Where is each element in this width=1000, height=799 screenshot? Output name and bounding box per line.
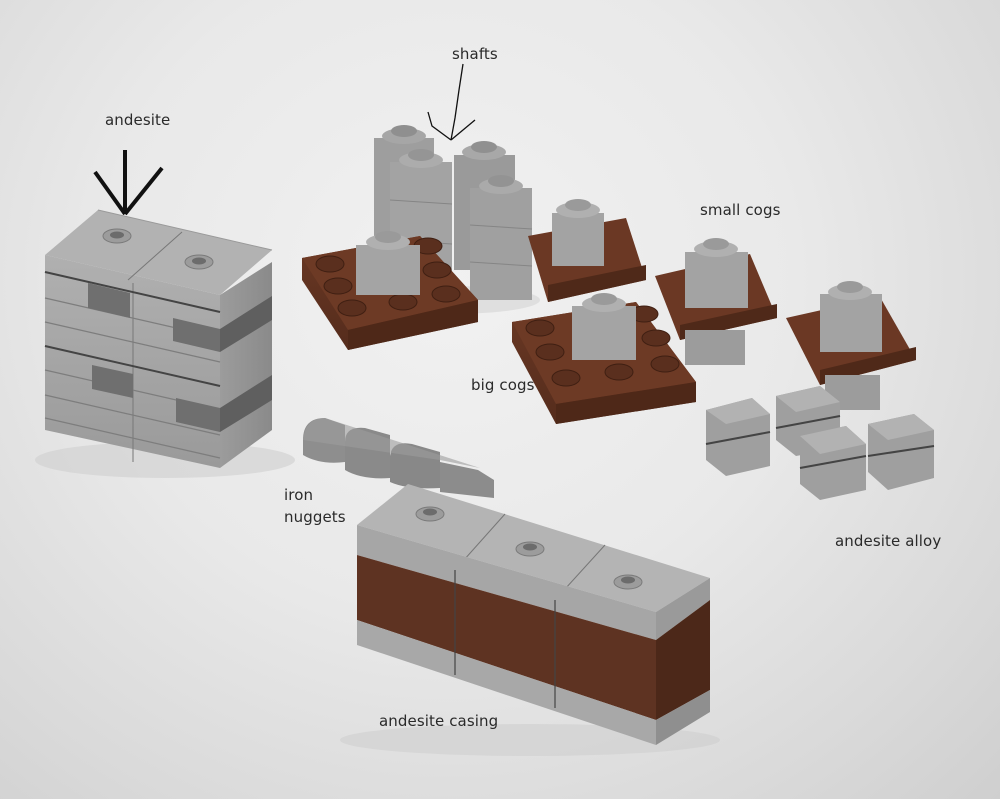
andesite-block (35, 150, 295, 478)
label-andesite: andesite (105, 111, 171, 129)
andesite-alloy-group (705, 386, 935, 500)
small-cog-2 (655, 238, 777, 365)
label-big-cogs: big cogs (471, 376, 535, 394)
big-cog-left (302, 231, 478, 350)
label-shafts: shafts (452, 45, 498, 63)
alloy-cube (867, 414, 935, 490)
label-andesite-casing: andesite casing (379, 712, 499, 730)
andesite-casing-block (340, 484, 720, 756)
alloy-cube (705, 398, 771, 476)
shafts-arrow (427, 63, 476, 141)
label-iron-nuggets-line2: nuggets (284, 508, 346, 526)
small-cog-1 (528, 199, 646, 302)
alloy-cube (799, 426, 867, 500)
iron-nuggets-group (303, 418, 494, 498)
big-cog-center (512, 293, 696, 424)
label-small-cogs: small cogs (700, 201, 781, 219)
small-cog-3 (786, 281, 916, 410)
label-andesite-alloy: andesite alloy (835, 532, 942, 550)
label-iron-nuggets-line1: iron (284, 486, 314, 504)
andesite-arrow (93, 150, 164, 216)
